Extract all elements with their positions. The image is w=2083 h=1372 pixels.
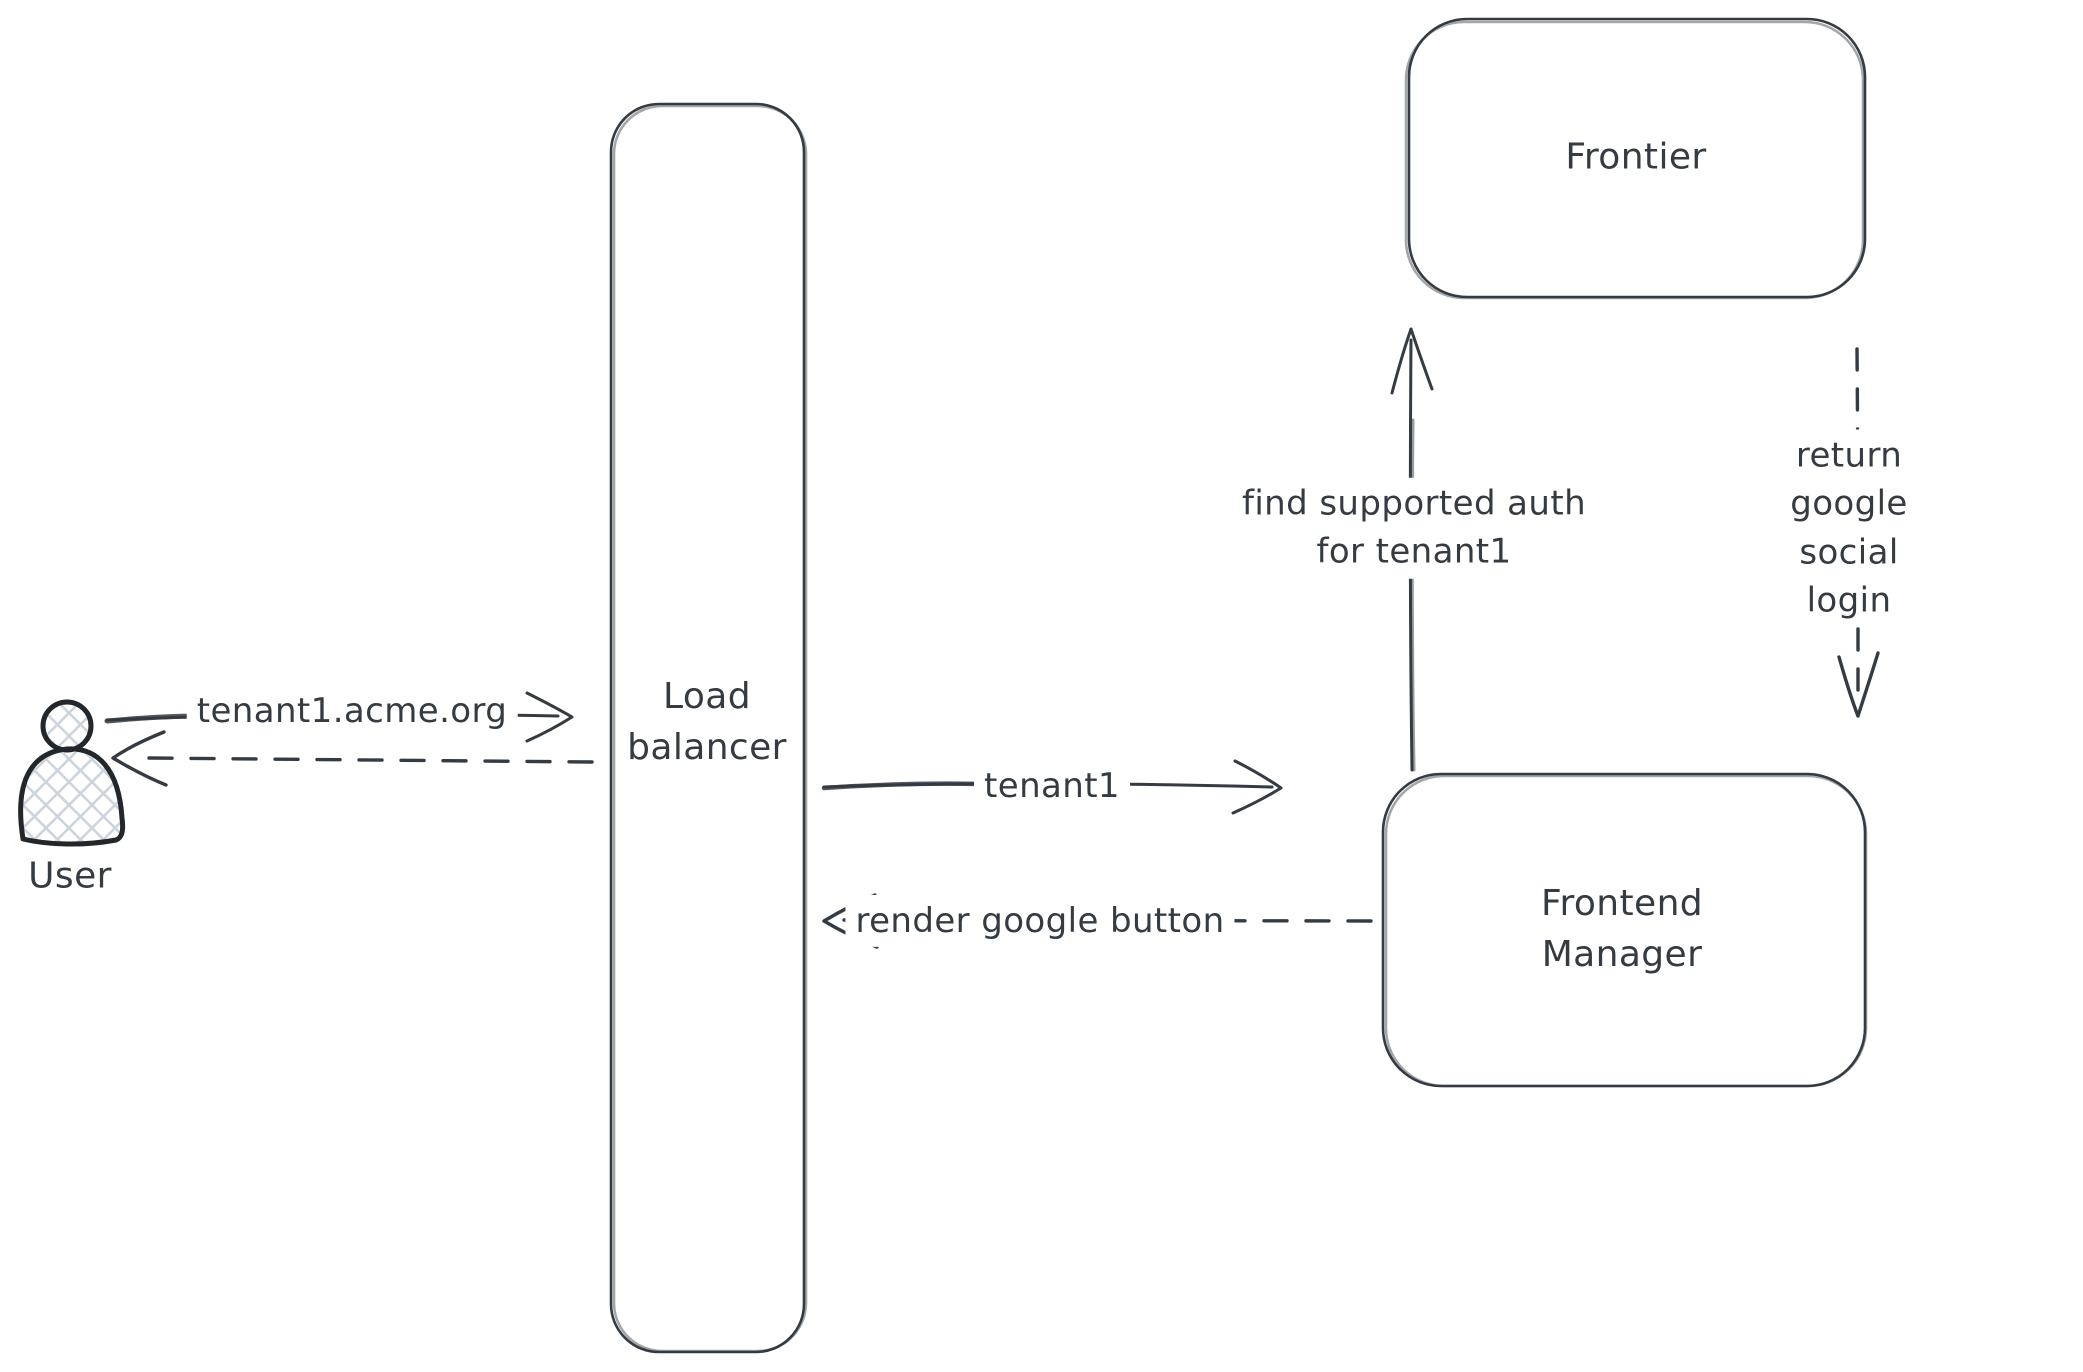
load-balancer-label: Load balancer (627, 675, 787, 768)
user-head (40, 699, 94, 753)
arrowhead-right-icon (1231, 759, 1283, 815)
edge-label-render-google-button: render google button (845, 894, 1235, 948)
arrowhead-left-icon (111, 730, 168, 787)
frontend-manager-node (1381, 772, 1868, 1088)
arrowhead-right-icon (525, 691, 574, 743)
arrowhead-up-icon (1390, 327, 1434, 395)
edge-label-find-supported-auth: find supported auth for tenant1 (1231, 477, 1597, 579)
edge-label-tenant1: tenant1 (974, 759, 1130, 813)
arrowhead-down-icon (1837, 651, 1880, 718)
edge-label-return-google-social-login: return google social login (1732, 429, 1966, 627)
arrow-response-to-user (111, 730, 594, 787)
user-actor-icon (18, 699, 126, 847)
frontier-label: Frontier (1565, 136, 1707, 178)
load-balancer-node (609, 102, 808, 1354)
user-label: User (28, 855, 112, 897)
user-body (18, 746, 126, 847)
frontend-manager-label: Frontend Manager (1540, 882, 1704, 975)
frontier-node (1404, 17, 1867, 300)
edge-label-tenant1-acme-org: tenant1.acme.org (186, 684, 518, 738)
